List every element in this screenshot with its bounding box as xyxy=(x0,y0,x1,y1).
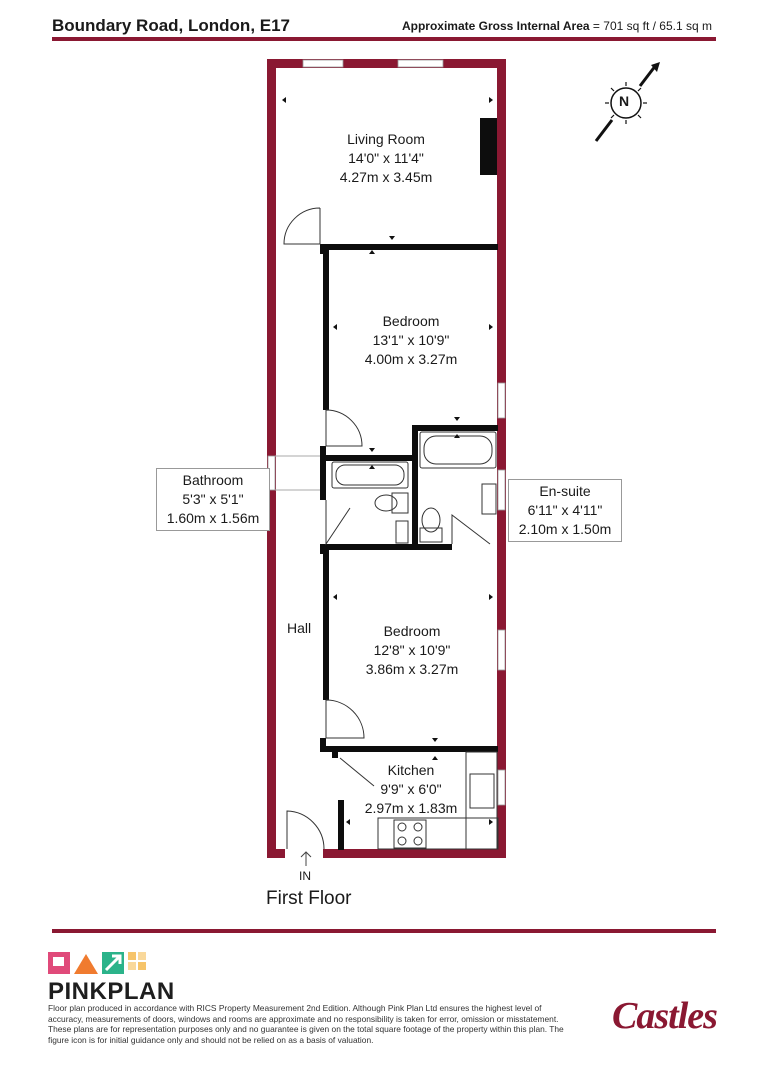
sanitaryware xyxy=(374,483,497,544)
room-kitchen: Kitchen 9'9" x 6'0" 2.97m x 1.83m xyxy=(352,761,470,818)
header-rule xyxy=(52,37,716,41)
room-hall: Hall xyxy=(287,620,312,636)
interior-walls xyxy=(320,244,498,850)
compass-icon xyxy=(594,62,660,142)
room-bathroom: Bathroom 5'3" x 5'1" 1.60m x 1.56m xyxy=(156,468,270,531)
room-bedroom-1: Bedroom 13'1" x 10'9" 4.00m x 3.27m xyxy=(351,312,471,369)
room-size-imperial: 13'1" x 10'9" xyxy=(372,332,450,348)
interior-doors xyxy=(283,207,491,787)
room-name: En-suite xyxy=(539,483,591,499)
pinkplan-logo-icon xyxy=(48,952,146,974)
room-name: Living Room xyxy=(347,131,425,147)
agent-logo: Castles xyxy=(612,995,718,1037)
property-address: Boundary Road, London, E17 xyxy=(52,16,291,35)
measurement-ticks xyxy=(282,97,493,825)
compass-north-label: N xyxy=(619,93,630,109)
room-size-metric: 1.60m x 1.56m xyxy=(166,510,260,526)
room-ensuite: En-suite 6'11" x 4'11" 2.10m x 1.50m xyxy=(508,479,622,542)
entrance-arrow xyxy=(300,851,312,866)
room-name: Kitchen xyxy=(387,762,435,778)
room-living-room: Living Room 14'0" x 11'4" 4.27m x 3.45m xyxy=(326,130,446,187)
floor-name: First Floor xyxy=(266,888,352,909)
disclaimer-text: Floor plan produced in accordance with R… xyxy=(48,1003,564,1045)
gross-area-value: = 701 sq ft / 65.1 sq m xyxy=(592,19,712,33)
room-name: Bathroom xyxy=(182,472,244,488)
room-name: Bedroom xyxy=(383,623,441,639)
entrance-label: IN xyxy=(299,869,311,883)
gross-area: Approximate Gross Internal Area = 701 sq… xyxy=(402,19,712,33)
footer-rule xyxy=(52,929,716,933)
bathroom-leader xyxy=(275,455,320,491)
room-name: Bedroom xyxy=(382,313,440,329)
room-size-imperial: 5'3" x 5'1" xyxy=(182,491,244,507)
gross-area-label: Approximate Gross Internal Area xyxy=(401,19,590,33)
brand-name: PINKPLAN xyxy=(48,978,175,1005)
room-bedroom-2: Bedroom 12'8" x 10'9" 3.86m x 3.27m xyxy=(352,622,472,679)
windows xyxy=(267,59,506,806)
room-size-metric: 4.27m x 3.45m xyxy=(339,169,433,185)
room-size-imperial: 14'0" x 11'4" xyxy=(348,150,424,166)
room-size-imperial: 12'8" x 10'9" xyxy=(373,642,451,658)
room-size-metric: 2.10m x 1.50m xyxy=(518,521,612,537)
entrance-door-swing xyxy=(286,810,325,850)
room-size-metric: 4.00m x 3.27m xyxy=(364,351,458,367)
room-size-metric: 2.97m x 1.83m xyxy=(364,800,458,816)
kitchen-units xyxy=(377,751,499,850)
room-size-imperial: 6'11" x 4'11" xyxy=(527,502,603,518)
room-size-metric: 3.86m x 3.27m xyxy=(365,661,459,677)
room-size-imperial: 9'9" x 6'0" xyxy=(380,781,442,797)
chimney-breast xyxy=(480,118,497,175)
